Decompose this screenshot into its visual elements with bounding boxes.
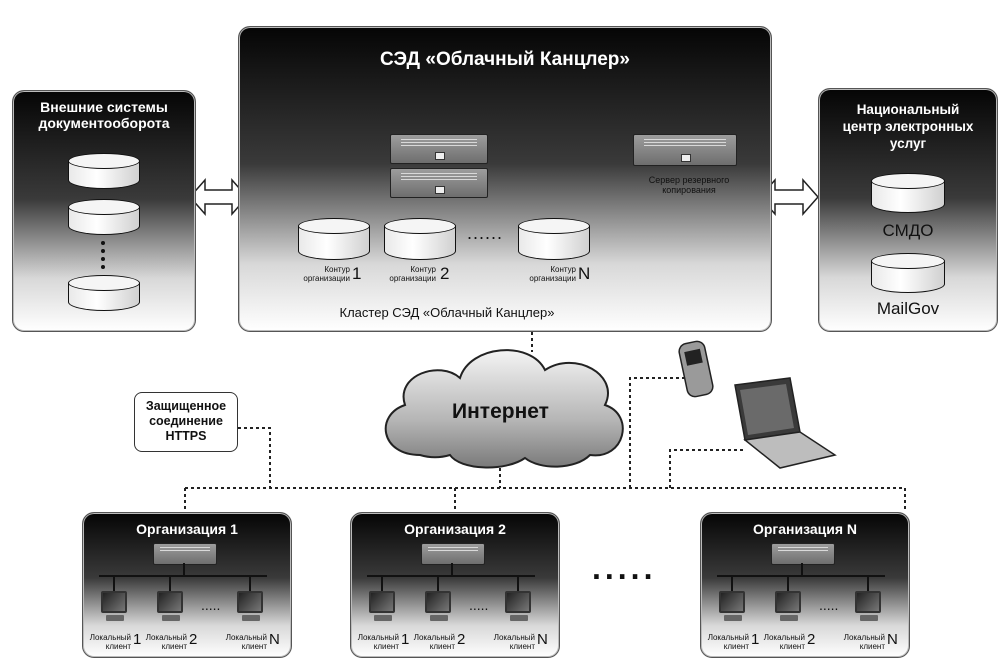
client-label: Локальный клиент (707, 633, 749, 651)
contour-index: N (578, 264, 591, 283)
client-label: Локальный клиент (225, 633, 267, 651)
internet-label: Интернет (452, 400, 549, 423)
organizations-ellipsis: ..... (592, 550, 657, 586)
organization-title: Организация 2 (404, 521, 506, 537)
client-index: 2 (807, 631, 816, 648)
computer-icon (425, 591, 455, 623)
mailgov-database-icon (871, 253, 945, 293)
https-label: Защищенное соединение HTTPS (145, 399, 227, 443)
computer-icon (719, 591, 749, 623)
database-icon (68, 153, 140, 189)
external-systems-panel: Внешние системы документооборота (12, 90, 196, 332)
org-server (771, 543, 835, 565)
organization-title: Организация N (752, 521, 858, 537)
client-dots: ..... (201, 597, 221, 613)
client-index: 1 (401, 631, 410, 648)
contour-label: Контур организации (389, 265, 436, 283)
external-systems-title: Внешние системы документооборота (38, 99, 170, 131)
cloud-icon (384, 349, 624, 469)
backup-server-label: Сервер резервного копирования (648, 175, 730, 195)
org-server (421, 543, 485, 565)
org-server (153, 543, 217, 565)
computer-icon (369, 591, 399, 623)
computer-icon (101, 591, 131, 623)
contour-index: 2 (440, 264, 450, 283)
computer-icon (775, 591, 805, 623)
backup-server (633, 134, 737, 166)
computer-icon (157, 591, 187, 623)
client-label: Локальный клиент (763, 633, 805, 651)
client-label: Локальный клиент (145, 633, 187, 651)
client-index: N (269, 631, 280, 648)
contour-index: 1 (352, 264, 362, 283)
client-label: Локальный клиент (357, 633, 399, 651)
client-dots: ..... (469, 597, 489, 613)
smdo-label: СМДО (882, 221, 934, 240)
contour-database-icon (384, 218, 456, 260)
computer-icon (855, 591, 885, 623)
mailgov-label: MailGov (876, 299, 940, 318)
organization-title: Организация 1 (136, 521, 238, 537)
cluster-ellipsis: ...... (467, 223, 504, 243)
organization-panel-2: Организация 2 ..... Локальный клиент 1 Л… (350, 512, 560, 658)
national-center-title: Национальный центр электронных услуг (842, 102, 974, 151)
contour-label: Контур организации (303, 265, 350, 283)
organization-panel-1: Организация 1 ..... Локальный клиент 1 Л… (82, 512, 292, 658)
cluster-label: Кластер СЭД «Облачный Канцлер» (339, 305, 555, 320)
main-system-panel: СЭД «Облачный Канцлер» Сервер резервного… (238, 26, 772, 332)
computer-icon (505, 591, 535, 623)
smdo-database-icon (871, 173, 945, 213)
national-center-panel: Национальный центр электронных услуг СМД… (818, 88, 998, 332)
contour-label: Контур организации (529, 265, 576, 283)
client-label: Локальный клиент (413, 633, 455, 651)
database-icon (68, 275, 140, 311)
contour-database-icon (518, 218, 590, 260)
cluster-server (390, 168, 488, 198)
client-label: Локальный клиент (493, 633, 535, 651)
cluster-server (390, 134, 488, 164)
database-icon (68, 199, 140, 235)
client-index: 2 (457, 631, 466, 648)
client-index: N (537, 631, 548, 648)
client-index: 2 (189, 631, 198, 648)
computer-icon (237, 591, 267, 623)
organization-panel-n: Организация N ..... Локальный клиент 1 Л… (700, 512, 910, 658)
contour-database-icon (298, 218, 370, 260)
main-system-title: СЭД «Облачный Канцлер» (380, 49, 630, 70)
client-label: Локальный клиент (843, 633, 885, 651)
client-dots: ..... (819, 597, 839, 613)
https-box: Защищенное соединение HTTPS (134, 392, 238, 452)
laptop-icon (734, 377, 837, 469)
client-index: 1 (133, 631, 142, 648)
client-index: N (887, 631, 898, 648)
vertical-dots (101, 241, 109, 269)
client-label: Локальный клиент (89, 633, 131, 651)
client-index: 1 (751, 631, 760, 648)
mobile-phone-icon (678, 340, 714, 398)
